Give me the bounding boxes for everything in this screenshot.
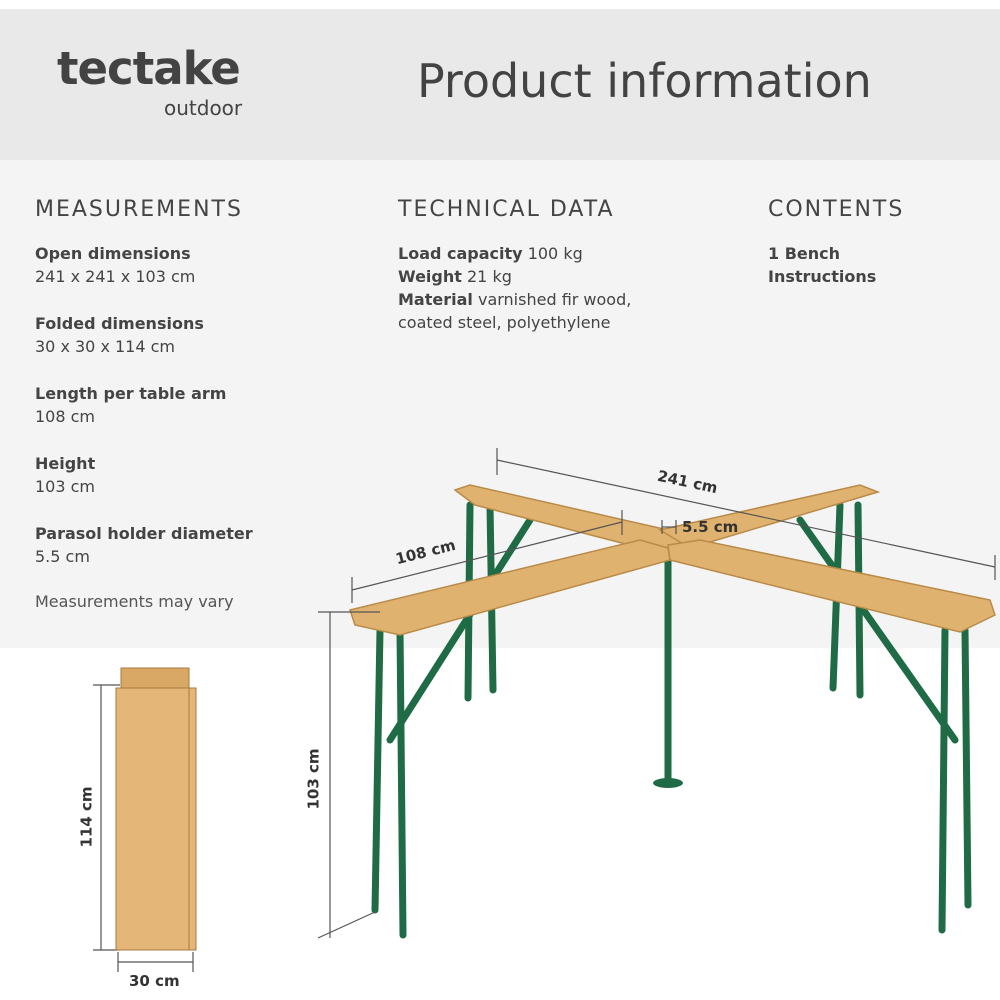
- technical-column: TECHNICAL DATA Load capacity 100 kg Weig…: [398, 197, 658, 334]
- contents-item: 1 Bench: [768, 244, 841, 263]
- contents-column: CONTENTS 1 Bench Instructions: [768, 197, 904, 312]
- dim-folded-height-label: 114 cm: [77, 786, 96, 848]
- measurements-heading: MEASUREMENTS: [35, 197, 243, 222]
- folded-table: [115, 667, 197, 951]
- dim-folded-width-label: 30 cm: [129, 972, 180, 990]
- parasol-holder-base: [653, 778, 683, 788]
- spec-material: Material varnished fir wood, coated stee…: [398, 290, 632, 332]
- dim-height-label: 103 cm: [304, 748, 323, 810]
- spec-load: Load capacity 100 kg: [398, 244, 583, 263]
- brand-logo-sub: outdoor: [164, 96, 243, 120]
- brand-logo: tectake: [57, 42, 241, 95]
- contents-item: Instructions: [768, 267, 877, 286]
- dim-holder-label: 5.5 cm: [682, 518, 739, 536]
- measurements-note: Measurements may vary: [35, 592, 234, 611]
- contents-heading: CONTENTS: [768, 197, 905, 222]
- dimension-lines: [93, 448, 996, 972]
- table-top: [349, 484, 996, 636]
- page-title: Product information: [417, 54, 872, 108]
- header-band: [0, 9, 1000, 160]
- technical-heading: TECHNICAL DATA: [398, 197, 615, 222]
- spec-weight: Weight 21 kg: [398, 267, 512, 286]
- table-frame: [371, 501, 972, 939]
